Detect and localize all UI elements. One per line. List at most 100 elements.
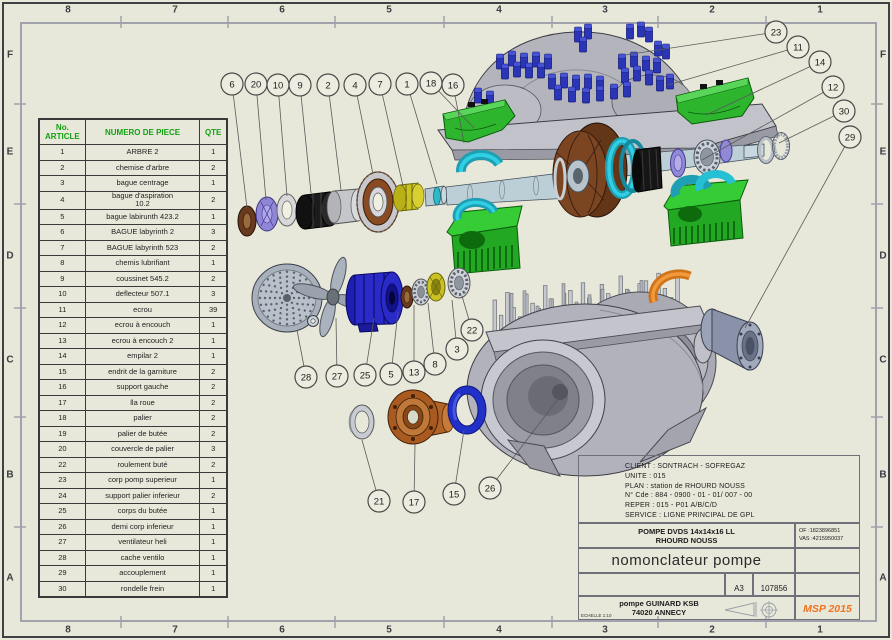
balloon-22: [460, 318, 484, 342]
balloon-23: [764, 20, 788, 44]
balloon-17: [402, 490, 426, 514]
balloon-27: [325, 364, 349, 388]
balloon-2: [316, 73, 340, 97]
balloon-number: 5: [388, 369, 393, 380]
balloon-number: 16: [448, 80, 459, 91]
header-numero-de-piece: NUMERO DE PIECE: [84, 118, 201, 145]
balloon-30: [832, 99, 856, 123]
title-block: CLIENT : SONTRACH - SOFREGAZ UNITE : 015…: [578, 455, 860, 620]
lock-washer-rings: [757, 132, 790, 164]
coupling-spool: [700, 308, 764, 371]
lower-casing: [466, 291, 717, 477]
balloon-28: [294, 365, 318, 389]
casing-bolts: [474, 21, 674, 107]
balloon-number: 3: [454, 344, 459, 355]
drawing-scale: ECHELLE 1:10: [581, 613, 612, 618]
balloon-26: [478, 476, 502, 500]
balloon-6: [220, 72, 244, 96]
balloon-3: [445, 337, 469, 361]
grid-label: 2: [709, 4, 715, 16]
balloon-number: 10: [273, 80, 284, 91]
client-line: UNITE : 015: [625, 472, 666, 480]
balloon-number: 21: [374, 496, 385, 507]
balloon-4: [343, 73, 367, 97]
labyrinth-ring-purple: [255, 196, 279, 232]
grid-label: 6: [279, 624, 285, 636]
grid-label: F: [879, 49, 887, 61]
yellow-grooved-sleeve: [393, 182, 425, 212]
blue-wear-ring: [447, 385, 487, 435]
balloon-leader: [379, 83, 404, 187]
balloon-13: [402, 360, 426, 384]
balloon-number: 14: [815, 57, 826, 68]
balloon-number: 29: [845, 132, 856, 143]
grid-label: 7: [172, 624, 178, 636]
balloon-15: [442, 482, 466, 506]
grid-label: 4: [496, 624, 502, 636]
of-number: OF :1823896851: [799, 528, 841, 534]
balloon-leader: [778, 110, 845, 144]
gland-ring-silver: [348, 404, 375, 440]
grid-label: D: [879, 250, 887, 262]
grid-label: 1: [817, 4, 823, 16]
balloon-leader: [667, 46, 799, 86]
balloon-leader: [231, 83, 248, 209]
manufacturer-name: pompe GUINARD KSB: [619, 599, 699, 608]
balloon-number: 2: [325, 80, 330, 91]
balloon-number: 22: [467, 325, 478, 336]
balloon-number: 13: [409, 367, 420, 378]
grid-label: 6: [279, 4, 285, 16]
balloon-25: [353, 363, 377, 387]
parts-table-header-row: No. ARTICLE NUMERO DE PIECE QTE: [38, 118, 228, 145]
balloon-8: [423, 352, 447, 376]
balloon-number: 28: [301, 372, 312, 383]
vas-number: VAS :4215950037: [799, 535, 844, 542]
empty-cell: [795, 548, 860, 573]
grid-label: 8: [65, 4, 71, 16]
manufacturer-city: 74020 ANNECY: [631, 608, 687, 617]
client-info-cell: CLIENT : SONTRACH - SOFREGAZ UNITE : 015…: [578, 455, 860, 523]
grid-label: 4: [496, 4, 502, 16]
header-no-article: No. ARTICLE: [38, 118, 86, 145]
balloon-number: 25: [360, 370, 371, 381]
balloon-21: [367, 489, 391, 513]
balloon-16: [441, 73, 465, 97]
balloon-leaders: [231, 31, 851, 503]
balloon-29: [838, 125, 862, 149]
purple-ring-1: [670, 148, 686, 178]
purple-ring-2: [719, 139, 733, 163]
client-line: REPER : 015 - P01 A/B/C/D: [625, 502, 718, 510]
balloon-number: 23: [771, 27, 782, 38]
suction-ring-assembly: [356, 171, 400, 233]
balloon-11: [786, 35, 810, 59]
grid-label: E: [6, 146, 14, 158]
black-sleeve: [632, 146, 663, 193]
grid-label: F: [6, 49, 14, 61]
sheet-format: A3: [725, 573, 753, 596]
fan-cover-disc: [251, 263, 323, 333]
document-number: 107856: [753, 573, 795, 596]
balloon-number: 20: [251, 79, 262, 90]
grid-label: C: [6, 354, 14, 366]
